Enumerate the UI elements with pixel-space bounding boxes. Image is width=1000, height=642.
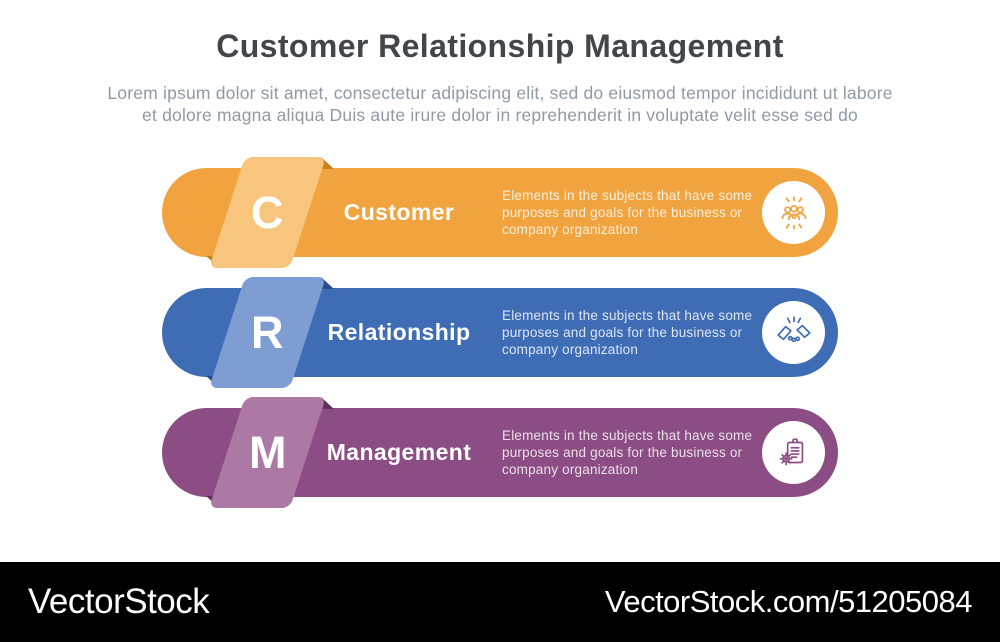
customer-icon-circle bbox=[762, 181, 825, 244]
page-title: Customer Relationship Management bbox=[216, 28, 784, 64]
crm-row-management: M Management Elements in the subjects th… bbox=[162, 397, 838, 508]
customer-description: Elements in the subjects that have some … bbox=[502, 188, 753, 237]
crm-row-relationship: R Relationship Elements in the subjects … bbox=[162, 277, 838, 388]
management-icon-circle bbox=[762, 421, 825, 484]
clipboard-gear-icon bbox=[774, 433, 814, 473]
relationship-letter: R bbox=[251, 307, 284, 358]
relationship-icon-circle bbox=[762, 301, 825, 364]
vectorstock-logo-text: VectorStock bbox=[28, 582, 210, 621]
customer-letter: C bbox=[251, 187, 284, 238]
team-rays-icon bbox=[774, 193, 814, 233]
subtitle-line-1: Lorem ipsum dolor sit amet, consectetur … bbox=[107, 83, 893, 103]
management-letter: M bbox=[248, 427, 287, 478]
crm-row-customer: C Customer Elements in the subjects that… bbox=[162, 157, 838, 268]
management-description: Elements in the subjects that have some … bbox=[502, 428, 753, 477]
vectorstock-url: VectorStock.com/51205084 bbox=[604, 584, 973, 619]
handshake-icon bbox=[774, 313, 814, 353]
customer-label: Customer bbox=[343, 199, 455, 225]
subtitle-line-2: et dolore magna aliqua Duis aute irure d… bbox=[142, 105, 858, 125]
management-label: Management bbox=[326, 439, 472, 465]
watermark-bar: VectorStock VectorStock.com/51205084 bbox=[0, 562, 1000, 642]
page-subtitle: Lorem ipsum dolor sit amet, consectetur … bbox=[60, 82, 940, 126]
relationship-label: Relationship bbox=[327, 319, 471, 345]
relationship-description: Elements in the subjects that have some … bbox=[502, 308, 753, 357]
